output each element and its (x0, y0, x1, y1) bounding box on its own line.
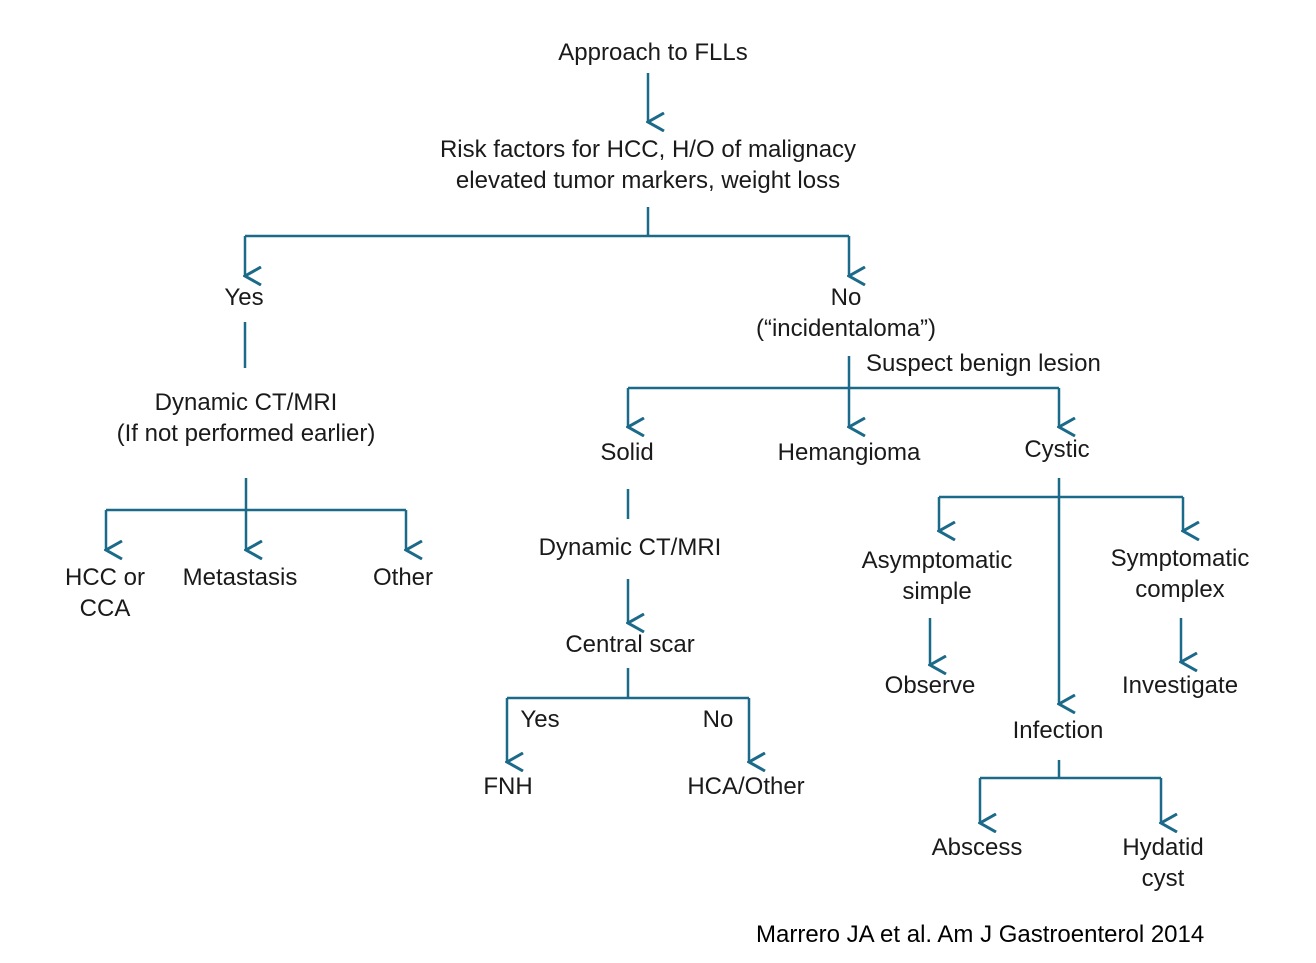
node-hemangioma: Hemangioma (777, 439, 921, 466)
citation: Marrero JA et al. Am J Gastroenterol 201… (756, 921, 1205, 948)
node-abscess: Abscess (931, 834, 1023, 861)
node-dynamic-ct-mri-mid: Dynamic CT/MRI (538, 534, 722, 561)
node-yes: Yes (224, 284, 264, 311)
node-hca-other: HCA/Other (687, 773, 805, 800)
node-approach: Approach to FLLs (558, 39, 748, 66)
node-suspect-benign-lesion: Suspect benign lesion (866, 350, 1101, 377)
node-fnh: FNH (483, 773, 533, 800)
edge-dynamic-left-branch (106, 478, 406, 512)
node-infection: Infection (1012, 717, 1104, 744)
edge-risk-branch (245, 207, 849, 238)
edge-scar-branch (507, 668, 749, 700)
edge-no-branch (628, 356, 1059, 390)
node-cystic: Cystic (1024, 436, 1090, 463)
node-metastasis: Metastasis (182, 564, 298, 591)
edge-infection-branch (980, 760, 1161, 780)
node-observe: Observe (884, 672, 976, 699)
node-central-scar: Central scar (565, 631, 695, 658)
edge-label-scar-yes: Yes (520, 706, 560, 733)
node-other: Other (372, 564, 434, 591)
node-dynamic-ct-mri-left: Dynamic CT/MRI(If not performed earlier) (116, 389, 376, 447)
node-no-incidentaloma: No(“incidentaloma”) (755, 284, 937, 342)
edge-label-scar-no: No (702, 706, 734, 733)
edge-cystic-branch (939, 478, 1183, 499)
node-investigate: Investigate (1121, 672, 1239, 699)
node-solid: Solid (600, 439, 654, 466)
